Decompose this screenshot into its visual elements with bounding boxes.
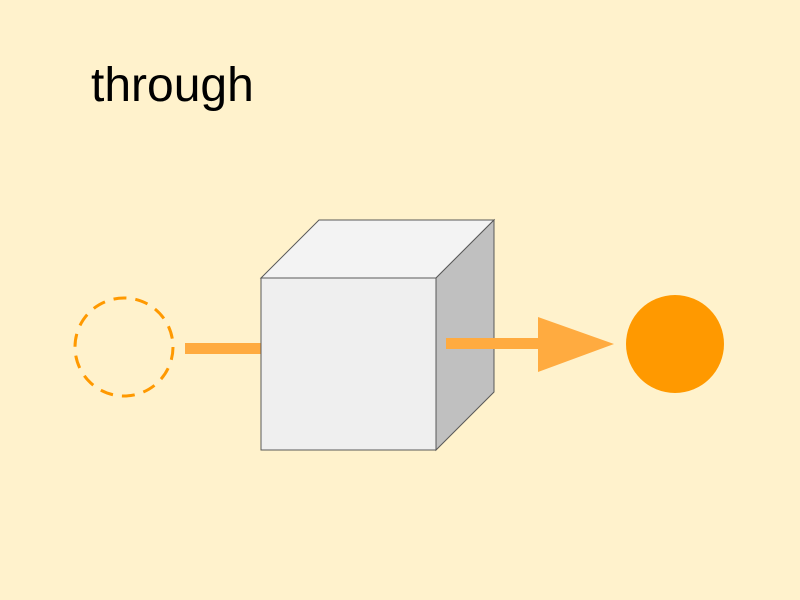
- output-arrow: [446, 317, 614, 372]
- output-arrow-shaft: [446, 338, 540, 349]
- input-line: [185, 343, 265, 354]
- output-arrowhead: [538, 317, 614, 372]
- cube: [259, 218, 496, 452]
- cube-front-face: [260, 277, 437, 451]
- output-filled-circle: [626, 295, 724, 393]
- input-dashed-circle: [73, 296, 175, 398]
- caption-title: through: [91, 59, 254, 112]
